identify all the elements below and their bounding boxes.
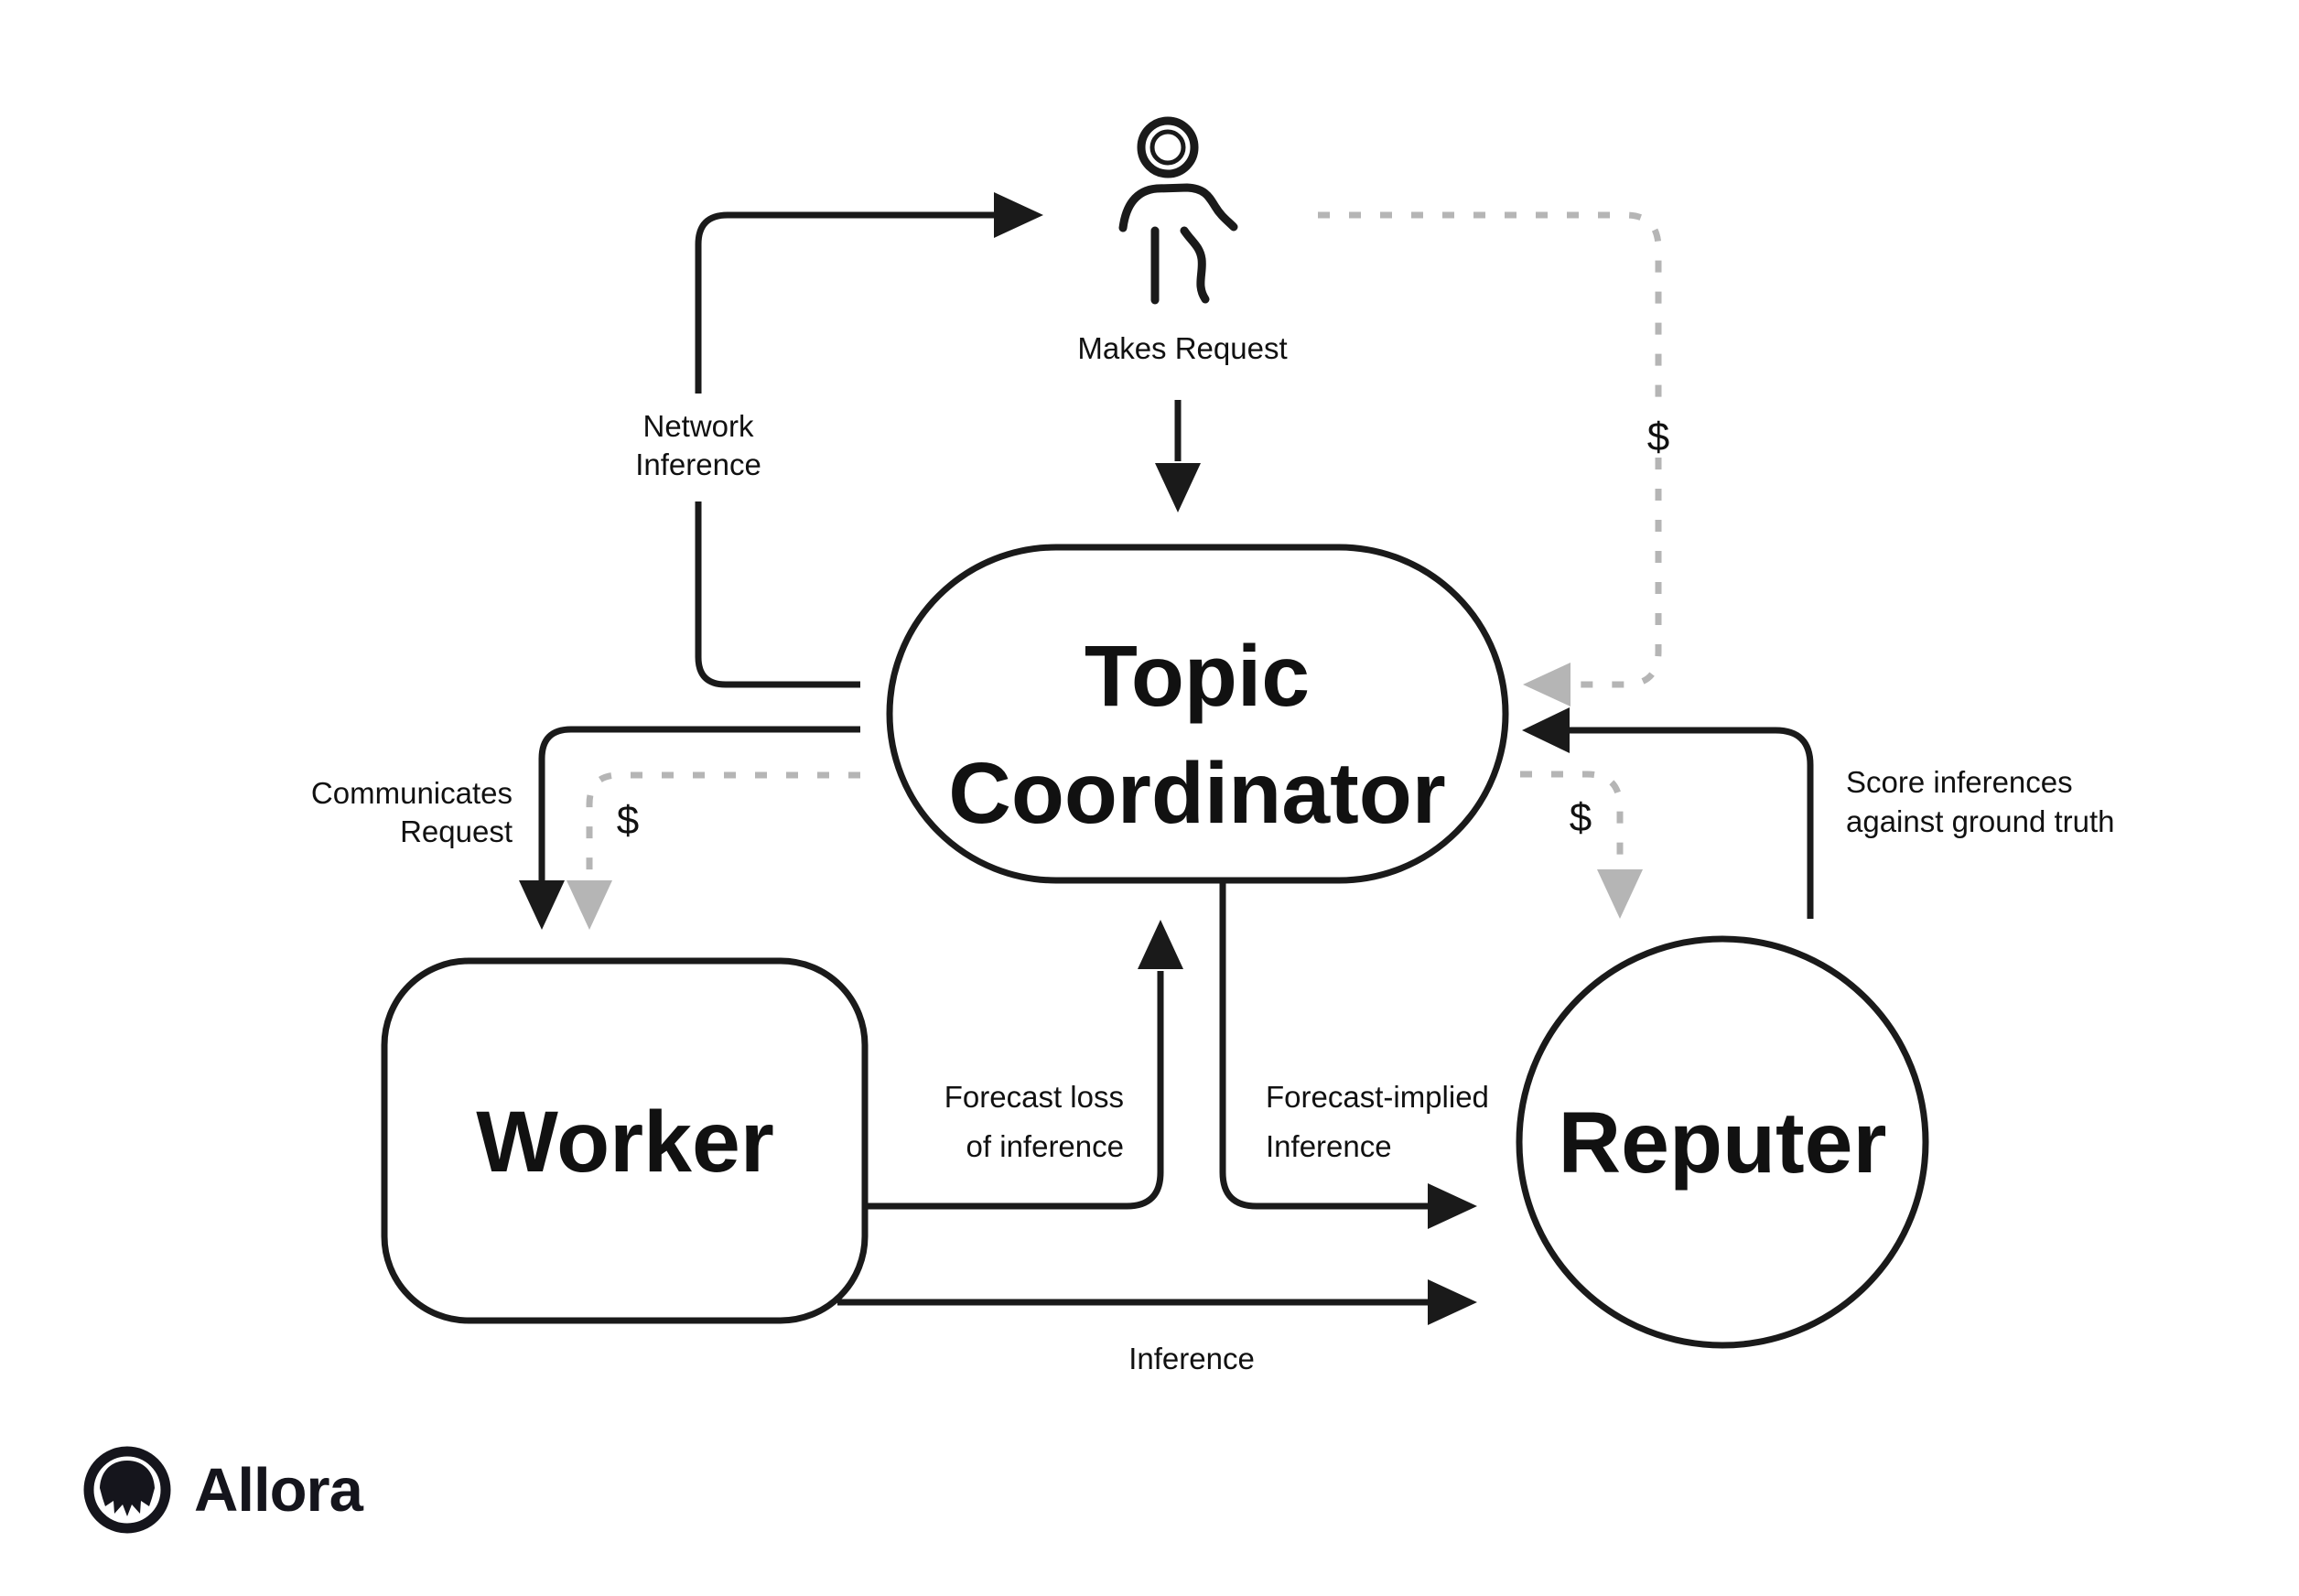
- allora-logo: Allora: [83, 1446, 365, 1534]
- forecast-implied-label-line2: Inference: [1266, 1129, 1392, 1163]
- edge-communicates-request: Communicates Request: [311, 726, 860, 930]
- arrowhead-right-into-reputer-upper: [1428, 1183, 1477, 1229]
- allora-logo-ring-icon: [83, 1446, 171, 1534]
- node-reputer: Reputer: [1516, 935, 1929, 1349]
- arrowhead-up-into-coordinator: [1138, 920, 1183, 969]
- network-inference-lower-segment: [695, 501, 860, 688]
- arrowhead-right-into-user: [994, 192, 1043, 238]
- fee-user-label: $: [1647, 415, 1669, 459]
- score-inferences-line: [1566, 727, 1814, 919]
- edge-user-to-coordinator: [1155, 400, 1201, 512]
- fee-worker-line: [586, 771, 860, 880]
- topic-coordinator-label-line1: Topic: [1085, 628, 1310, 725]
- worker-label: Worker: [476, 1094, 774, 1191]
- fee-worker-label: $: [617, 798, 639, 843]
- forecast-implied-label-line1: Forecast-implied: [1266, 1080, 1489, 1114]
- topic-coordinator-label-line2: Coordinator: [948, 745, 1446, 842]
- edge-forecast-implied: Forecast-implied Inference: [1219, 880, 1489, 1229]
- reputer-label: Reputer: [1559, 1095, 1887, 1192]
- network-inference-upper-segment: [695, 211, 998, 394]
- edge-fee-coordinator-to-worker: $: [567, 771, 860, 930]
- arrowhead-down-into-worker: [519, 880, 565, 930]
- edge-fee-coordinator-to-reputer: $: [1520, 771, 1643, 919]
- communicates-request-label-line1: Communicates: [311, 776, 513, 810]
- user-icon: [1118, 116, 1238, 305]
- user-head-outer-icon: [1137, 116, 1199, 178]
- allora-brand-text: Allora: [194, 1456, 364, 1525]
- arrowhead-down-into-coordinator: [1155, 463, 1201, 512]
- fee-reputer-label: $: [1570, 795, 1592, 840]
- fee-user-lower-segment: [1567, 458, 1662, 688]
- arrowhead-gray-left-into-coordinator: [1523, 663, 1570, 706]
- edge-inference: Inference: [837, 1279, 1477, 1375]
- allora-logo-fan-icon: [100, 1461, 155, 1516]
- node-topic-coordinator: Topic Coordinator: [886, 544, 1509, 884]
- score-inferences-label-line1: Score inferences: [1846, 765, 2073, 799]
- edge-score-inferences: Score inferences against ground truth: [1522, 707, 2115, 919]
- forecast-loss-line: [865, 971, 1164, 1210]
- forecast-loss-label-line2: of inference: [966, 1129, 1124, 1163]
- arrowhead-gray-down-into-reputer: [1597, 869, 1643, 919]
- makes-request-label: Makes Request: [1077, 331, 1287, 365]
- fee-user-upper-segment: [1318, 211, 1662, 403]
- edge-fee-user-to-coordinator: $: [1318, 211, 1669, 706]
- network-inference-label-line1: Network: [642, 409, 754, 443]
- inference-label: Inference: [1128, 1342, 1255, 1375]
- user-right-leg-icon: [1180, 226, 1210, 304]
- edge-forecast-loss: Forecast loss of inference: [865, 920, 1183, 1210]
- user-torso-icon: [1118, 183, 1238, 232]
- reputer-shape: [1516, 935, 1929, 1349]
- forecast-loss-label-line1: Forecast loss: [944, 1080, 1124, 1114]
- edge-network-inference: Network Inference: [635, 192, 1043, 688]
- worker-shape: [381, 957, 869, 1324]
- communicates-request-label-line2: Request: [400, 814, 513, 848]
- score-inferences-label-line2: against ground truth: [1846, 804, 2115, 838]
- arrowhead-gray-down-into-worker: [567, 880, 612, 930]
- fee-reputer-line: [1520, 771, 1624, 873]
- arrowhead-right-into-reputer-lower: [1428, 1279, 1477, 1325]
- forecast-implied-line: [1219, 880, 1428, 1210]
- arrowhead-left-into-coordinator: [1522, 707, 1570, 753]
- network-inference-label-line2: Inference: [635, 448, 761, 481]
- node-worker: Worker: [381, 957, 869, 1324]
- user-head-inner-icon: [1150, 129, 1186, 166]
- topic-coordinator-shape: [886, 544, 1509, 884]
- communicates-request-line: [538, 726, 860, 880]
